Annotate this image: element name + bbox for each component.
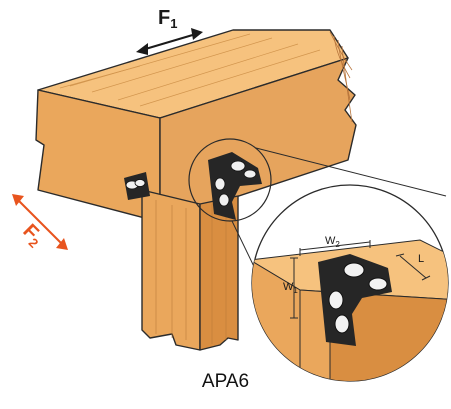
w1-label: W1 — [283, 281, 298, 295]
w2-label: W2 — [325, 235, 340, 249]
post-side-face — [199, 195, 239, 351]
f1-label: F1 — [158, 7, 177, 31]
connector-bracket-icon — [318, 254, 392, 346]
detail-callout-large — [251, 184, 449, 382]
post — [141, 189, 239, 351]
beam — [35, 29, 357, 223]
bolt-nut-icon — [343, 262, 365, 278]
figure-caption: APA6 — [201, 371, 250, 392]
post-front-face — [141, 189, 201, 351]
dimension-lines — [290, 240, 431, 319]
f2-arrow — [12, 194, 68, 250]
connector-bracket-icon — [124, 172, 150, 200]
l-label: L — [418, 253, 424, 265]
connector-bracket-icon — [208, 152, 262, 220]
detail-callout-small — [188, 138, 272, 222]
f1-arrow — [136, 28, 203, 55]
